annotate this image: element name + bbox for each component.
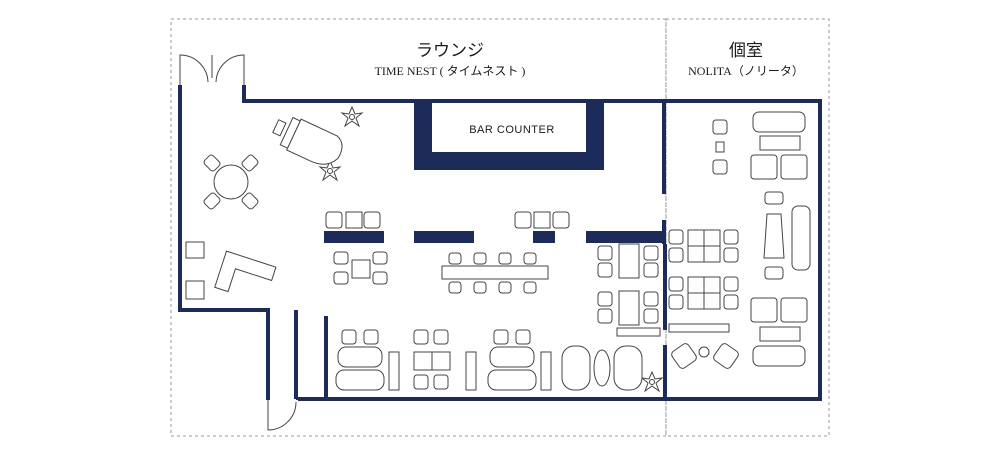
walls [178, 85, 822, 401]
private-room-title-en: NOLITA（ノリータ） [688, 64, 804, 78]
bar-counter-label: BAR COUNTER [469, 124, 555, 136]
table-four-chairs [413, 329, 477, 391]
booth-tables [597, 243, 661, 337]
lounge-title-jp: ラウンジ [416, 41, 484, 61]
long-table-with-stools [441, 252, 549, 294]
table-four-chairs [333, 251, 388, 285]
private-room-title-jp: 個室 [729, 41, 763, 61]
l-shaped-desk [214, 250, 277, 293]
lounge-title-en: TIME NEST ( タイムネスト ) [375, 64, 526, 78]
side-table [185, 280, 205, 300]
private-room-furniture [668, 111, 811, 369]
lounge-sofa-pair [561, 345, 643, 391]
sofa-set [514, 211, 570, 229]
side-table [185, 241, 205, 259]
sofa-cluster [487, 329, 552, 391]
sofa-set [325, 211, 381, 229]
entrance-door-bottom [267, 400, 297, 431]
plant-icon [318, 159, 342, 182]
partitions [324, 231, 555, 243]
piano [272, 116, 343, 165]
bar-counter: BAR COUNTER [414, 101, 604, 170]
sofa-cluster [335, 329, 400, 391]
private-room-zone-boundary [665, 18, 830, 437]
plant-icon [340, 105, 364, 128]
plant-icon [640, 370, 664, 393]
entrance-door-top [179, 54, 245, 85]
lounge-zone-boundary [170, 18, 667, 437]
round-table-set [203, 154, 259, 210]
